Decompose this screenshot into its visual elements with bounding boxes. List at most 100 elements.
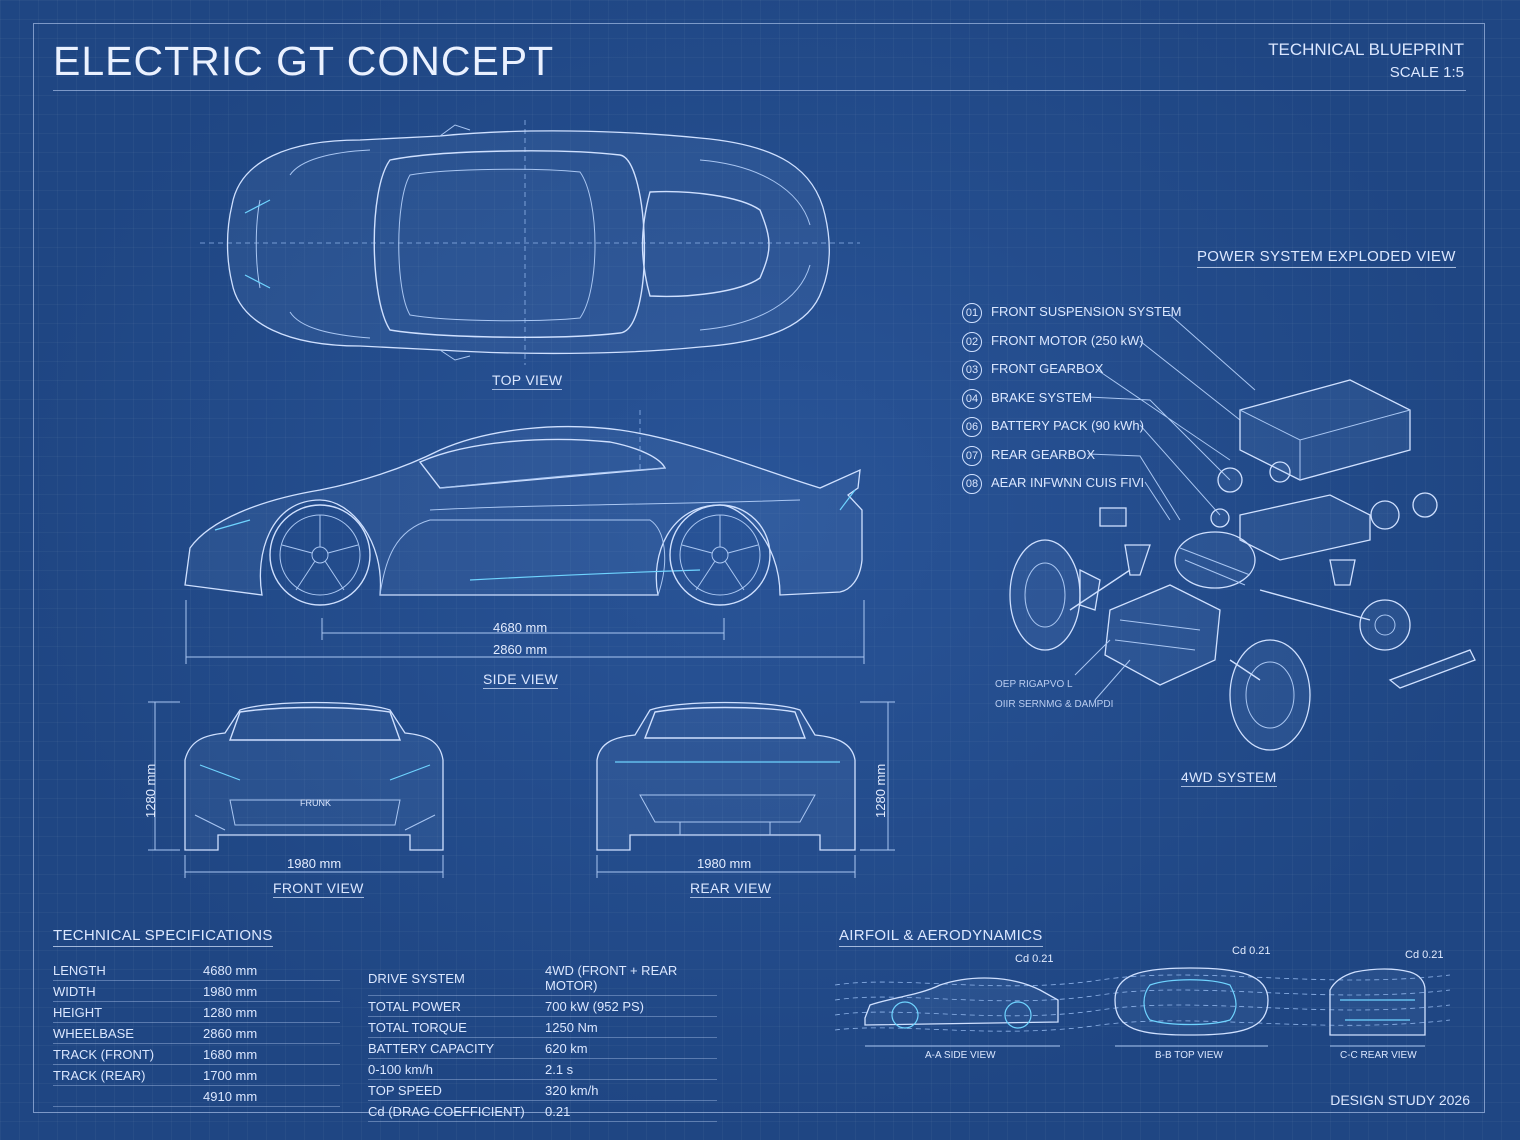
top-view-drawing — [200, 120, 860, 365]
spec-name: TRACK (FRONT) — [53, 1043, 203, 1065]
callout-number: 07 — [962, 445, 982, 466]
callout-number: 08 — [962, 474, 982, 494]
callout-number: 01 — [962, 303, 982, 323]
callout-item: 08 AEAR INFWNN CUIS FIVI — [962, 474, 1144, 494]
spec-row: TRACK (FRONT)1680 mm — [53, 1043, 340, 1065]
4wd-system-label: 4WD SYSTEM — [1181, 769, 1277, 787]
spec-name: BATTERY CAPACITY — [368, 1037, 545, 1059]
spec-value: 1250 Nm — [545, 1016, 717, 1038]
spec-name: HEIGHT — [53, 1001, 203, 1023]
callout-label: BRAKE SYSTEM — [991, 389, 1093, 405]
blueprint-subtitle: TECHNICAL BLUEPRINT — [1268, 40, 1464, 59]
spec-value: 2860 mm — [203, 1022, 340, 1044]
spec-value: 1980 mm — [203, 980, 340, 1002]
spec-row: 4910 mm — [53, 1085, 340, 1107]
front-view-label: FRONT VIEW — [273, 880, 364, 898]
rear-view-drawing — [596, 701, 895, 878]
spec-row: Cd (DRAG COEFFICIENT)0.21 — [368, 1100, 717, 1122]
spec-name: TOTAL POWER — [368, 995, 545, 1017]
spec-value: 0.21 — [545, 1100, 717, 1122]
spec-name: WIDTH — [53, 980, 203, 1002]
callout-item: 06 BATTERY PACK (90 kWh) — [962, 417, 1144, 437]
design-study-label: DESIGN STUDY 2026 — [1330, 1092, 1470, 1108]
cd-side: Cd 0.21 — [1015, 953, 1054, 965]
cd-rear: Cd 0.21 — [1405, 949, 1444, 961]
spec-name: Cd (DRAG COEFFICIENT) — [368, 1100, 545, 1122]
callout-item: 04 BRAKE SYSTEM — [962, 388, 1093, 409]
exploded-view-heading: POWER SYSTEM EXPLODED VIEW — [1197, 248, 1456, 268]
front-view-drawing — [148, 701, 444, 878]
spec-value: 4WD (FRONT + REAR MOTOR) — [545, 960, 717, 996]
spec-value: 4910 mm — [203, 1085, 340, 1107]
page-title: ELECTRIC GT CONCEPT — [53, 38, 555, 84]
spec-name: TRACK (REAR) — [53, 1064, 203, 1086]
length-dimension: 4680 mm — [493, 620, 548, 635]
side-view-label: SIDE VIEW — [483, 671, 559, 689]
callout-label: FRONT GEARBOX — [991, 361, 1104, 376]
callout-number: 04 — [962, 388, 982, 409]
spec-name — [53, 1085, 203, 1107]
callout-item: 01 FRONT SUSPENSION SYSTEM — [962, 303, 1181, 323]
title-rule — [53, 90, 1466, 91]
spec-value: 4680 mm — [203, 960, 340, 981]
top-view-label: TOP VIEW — [492, 372, 563, 390]
exploded-powertrain-drawing — [1009, 312, 1476, 751]
callout-label: FRONT SUSPENSION SYSTEM — [991, 304, 1182, 319]
spec-value: 1700 mm — [203, 1064, 340, 1086]
aero-side-label: A-A SIDE VIEW — [925, 1050, 996, 1061]
callout-item: 03 FRONT GEARBOX — [962, 360, 1103, 380]
callout-label: REAR GEARBOX — [991, 446, 1096, 462]
spec-value: 620 km — [545, 1037, 717, 1059]
rear-height-dimension: 1280 mm — [873, 763, 888, 818]
spec-value: 2.1 s — [545, 1058, 717, 1080]
rear-view-label: REAR VIEW — [690, 880, 772, 898]
callout-label: FRONT MOTOR (250 kW) — [991, 332, 1144, 348]
aero-rear-label: C-C REAR VIEW — [1340, 1050, 1417, 1061]
callout-number: 06 — [962, 417, 982, 437]
callout-number: 03 — [962, 360, 982, 380]
aero-top-label: B-B TOP VIEW — [1155, 1050, 1223, 1061]
front-badge: FRUNK — [300, 798, 331, 808]
spec-value: 1280 mm — [203, 1001, 340, 1023]
side-view-drawing — [184, 410, 865, 664]
wheelbase-dimension: 2860 mm — [493, 642, 548, 657]
rear-width-dimension: 1980 mm — [697, 856, 752, 871]
sheet-frame — [33, 23, 1485, 1113]
spec-name: WHEELBASE — [53, 1022, 203, 1044]
aero-drawings — [834, 967, 1451, 1047]
spec-name: LENGTH — [53, 960, 203, 981]
aero-heading: AIRFOIL & AERODYNAMICS — [839, 927, 1043, 947]
callout-label: AEAR INFWNN CUIS FIVI — [991, 475, 1145, 490]
front-height-dimension: 1280 mm — [143, 763, 158, 818]
suspension-label-b: OIIR SERNMG & DAMPDI — [995, 699, 1114, 710]
spec-value: 320 km/h — [545, 1079, 717, 1101]
scale-label: SCALE 1:5 — [1389, 64, 1464, 81]
spec-row: TRACK (REAR)1700 mm — [53, 1064, 340, 1086]
callout-item: 02 FRONT MOTOR (250 kW) — [962, 331, 1144, 352]
suspension-label-a: OEP RIGAPVO L — [995, 679, 1073, 690]
spec-value: 1680 mm — [203, 1043, 340, 1065]
spec-name: TOTAL TORQUE — [368, 1016, 545, 1038]
callout-number: 02 — [962, 331, 982, 352]
spec-name: DRIVE SYSTEM — [368, 960, 545, 996]
callout-item: 07 REAR GEARBOX — [962, 445, 1096, 466]
cd-top: Cd 0.21 — [1232, 945, 1271, 957]
specs-heading: TECHNICAL SPECIFICATIONS — [53, 927, 273, 947]
spec-name: TOP SPEED — [368, 1079, 545, 1101]
spec-name: 0-100 km/h — [368, 1058, 545, 1080]
callout-label: BATTERY PACK (90 kWh) — [991, 418, 1144, 433]
